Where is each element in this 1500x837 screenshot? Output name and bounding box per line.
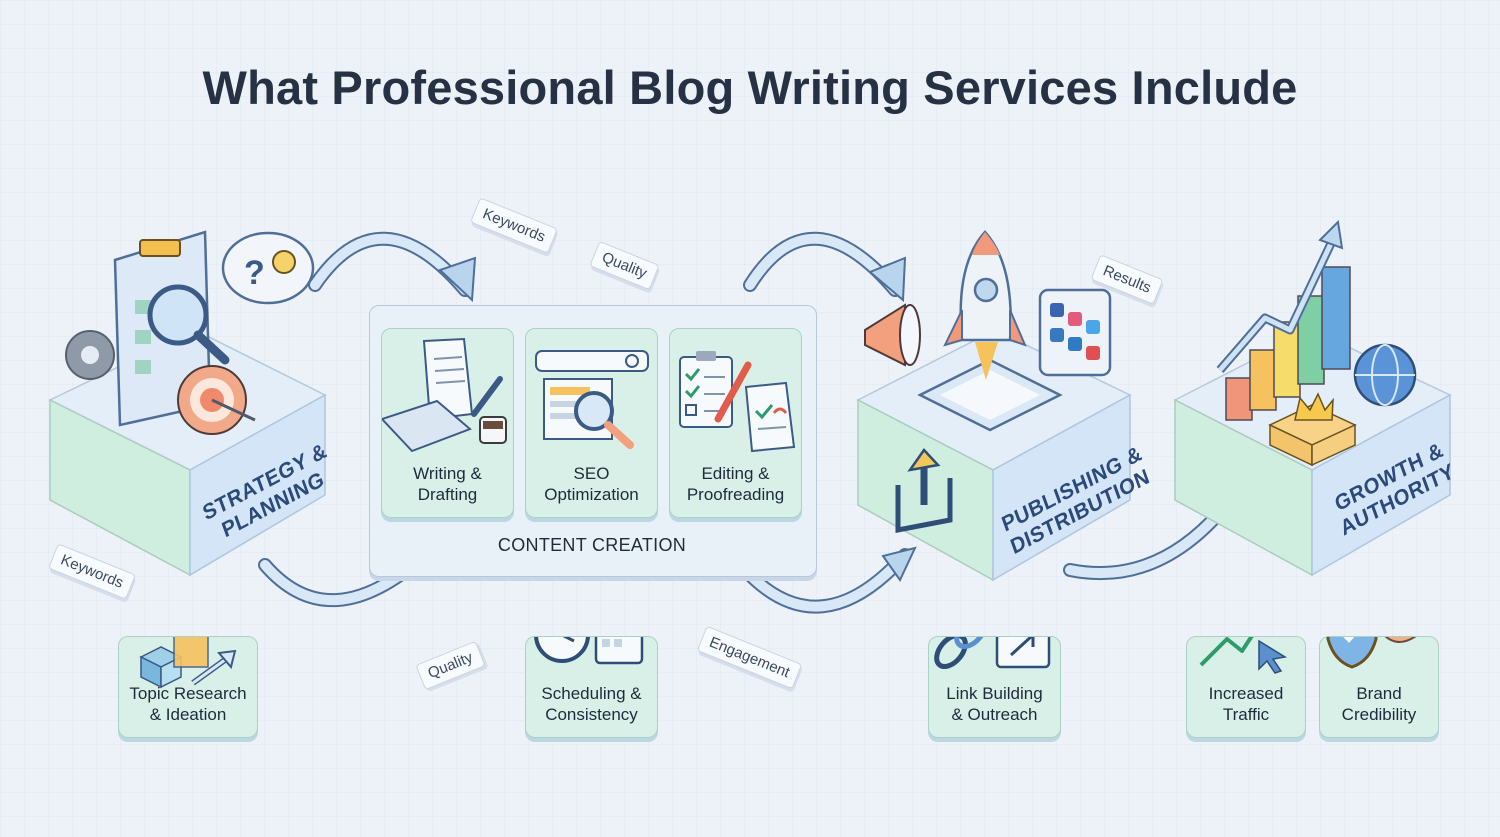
rocket-icon: [943, 230, 1027, 380]
card-label: Topic Research & Ideation: [129, 684, 247, 724]
card-topic-research: Topic Research & Ideation: [118, 636, 258, 738]
trend-cursor-icon: [1199, 637, 1288, 674]
card-scheduling: Scheduling & Consistency: [525, 636, 658, 738]
card-label: SEO Optimization: [544, 464, 639, 504]
svg-text:?: ?: [244, 254, 265, 292]
card-label: Increased Traffic: [1208, 684, 1284, 724]
card-label: Brand Credibility: [1341, 684, 1417, 724]
idea-bubble-icon: ?: [221, 231, 315, 305]
card-link-building: Link Building & Outreach: [928, 636, 1061, 738]
checklist-pen-icon: [679, 351, 796, 453]
target-icon: [177, 365, 256, 435]
card-brand-credibility: Brand Credibility: [1319, 636, 1439, 738]
card-label: Writing & Drafting: [413, 464, 482, 504]
gear-icon: [65, 330, 115, 380]
growth-trend-arrow-icon: [1216, 219, 1344, 373]
bar-chart-icon: [1225, 266, 1351, 421]
card-label: Link Building & Outreach: [946, 684, 1043, 724]
launch-pad-icon: [917, 358, 1063, 432]
content-creation-title: Content Creation: [497, 535, 687, 555]
clock-calendar-icon: [534, 637, 644, 665]
card-label: Editing & Proofreading: [686, 464, 785, 504]
social-media-icon: [1038, 288, 1112, 377]
card-writing-drafting: Writing & Drafting: [381, 328, 514, 518]
upload-icon: [895, 448, 953, 534]
crown-pedestal-icon: [1268, 392, 1357, 467]
link-window-icon: [934, 637, 1051, 669]
card-label: Scheduling & Consistency: [541, 684, 642, 724]
search-page-icon: [535, 350, 649, 449]
magnifier-icon: [147, 284, 230, 365]
card-increased-traffic: Increased Traffic: [1186, 636, 1306, 738]
shield-handshake-icon: [1326, 637, 1417, 669]
globe-icon: [1353, 343, 1417, 407]
megaphone-icon: [864, 303, 921, 367]
card-editing-proofreading: Editing & Proofreading: [669, 328, 802, 518]
page-title: What Professional Blog Writing Services …: [202, 61, 1298, 114]
card-seo-optimization: SEO Optimization: [525, 328, 658, 518]
blocks-arrow-icon: [139, 637, 237, 689]
document-keyboard-icon: [382, 337, 507, 453]
